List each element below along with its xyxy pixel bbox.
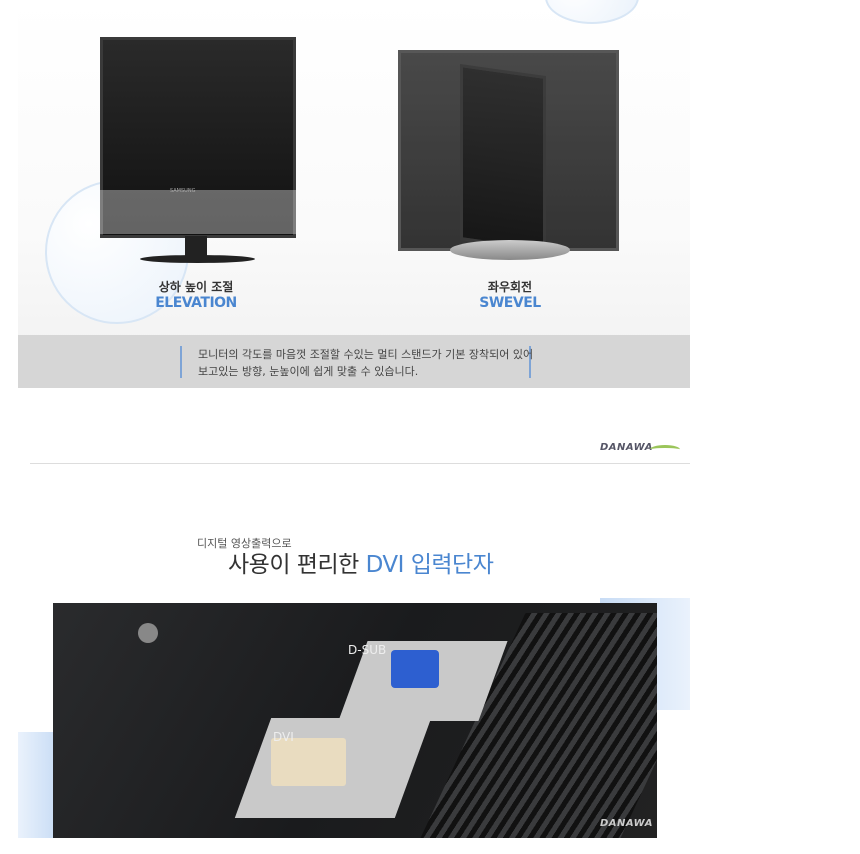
heading-title: 사용이 편리한 DVI 입력단자 [228,545,494,579]
dsub-port [391,650,439,688]
divider [529,346,531,378]
feature-title-ko: 좌우회전 [487,280,533,294]
heading-subtitle: 디지털 영상출력으로 [197,537,292,550]
feature-swivel: 좌우회전 SWEVEL [430,278,590,311]
heading-main: 사용이 편리한 [228,552,366,578]
description-band [18,335,690,388]
feature-title-en: SWEVEL [479,295,541,311]
monitor-stand [185,236,207,256]
feature-title-ko: 상하 높이 조절 [158,280,234,294]
divider [180,346,182,378]
elevation-ghost [100,190,296,234]
description-line: 보고있는 방향, 눈높이에 쉽게 맞출 수 있습니다. [198,365,419,378]
section-divider [30,463,690,464]
dvi-port-photo: D-SUB DVI [53,603,657,838]
dvi-label: DVI [273,730,294,744]
feature-elevation: 상하 높이 조절 ELEVATION [116,278,276,311]
feature-title-en: ELEVATION [155,295,237,311]
swivel-base [450,240,570,260]
danawa-logo: DANAWA [600,442,654,453]
monitor-base [140,255,255,263]
description-line: 모니터의 각도를 마음껏 조절할 수있는 멀티 스탠드가 기본 장착되어 있어 [198,348,534,361]
monitor-swivel-ghost [460,63,546,253]
dvi-port [271,738,346,786]
monitor-elevation-image [100,37,296,238]
description-text: 모니터의 각도를 마음껏 조절할 수있는 멀티 스탠드가 기본 장착되어 있어 … [198,346,533,380]
brand-label: SAMSUNG [170,188,196,194]
accent-block [18,732,58,838]
danawa-logo: DANAWA [600,818,654,829]
dsub-label: D-SUB [348,643,387,657]
heading-accent: DVI 입력단자 [365,552,494,578]
screw [138,623,158,643]
logo-swoosh [650,445,680,454]
